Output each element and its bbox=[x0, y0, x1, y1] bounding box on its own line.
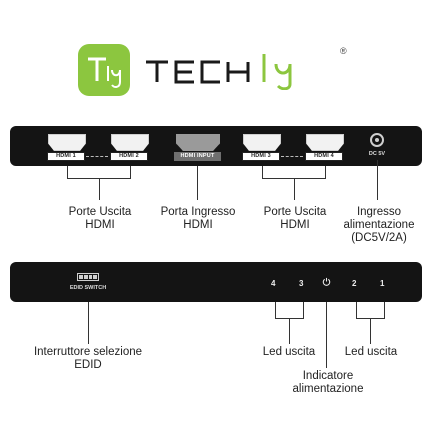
registered-mark: ® bbox=[340, 46, 347, 56]
hdmi-3-label: HDMI 3 bbox=[242, 152, 280, 161]
techly-wordmark bbox=[142, 50, 342, 91]
caption-led-left: Led uscita bbox=[262, 346, 316, 358]
connector-line bbox=[99, 178, 100, 200]
dc-power-jack bbox=[370, 133, 384, 147]
caption-led-right: Led uscita bbox=[344, 346, 398, 358]
hdmi-1-label: HDMI 1 bbox=[47, 152, 85, 161]
dashed-separator bbox=[281, 156, 303, 157]
hdmi-4-label: HDMI 4 bbox=[305, 152, 343, 161]
connector-line bbox=[67, 166, 68, 178]
connector-line bbox=[326, 302, 327, 368]
led-1-label: 1 bbox=[380, 279, 385, 288]
hdmi-3-port bbox=[243, 134, 281, 151]
connector-line bbox=[197, 166, 198, 200]
hdmi-input-port bbox=[176, 134, 220, 151]
techly-logo-badge bbox=[78, 44, 130, 96]
dc-label: DC 5V bbox=[368, 151, 386, 157]
connector-line bbox=[262, 166, 263, 178]
hdmi-1-port bbox=[48, 134, 86, 151]
led-4-label: 4 bbox=[271, 279, 276, 288]
connector-line bbox=[370, 318, 371, 344]
connector-line bbox=[384, 302, 385, 318]
connector-line bbox=[356, 302, 357, 318]
connector-line bbox=[303, 302, 304, 318]
edid-switch-label: EDID SWITCH bbox=[69, 285, 107, 291]
led-3-label: 3 bbox=[299, 279, 304, 288]
connector-line bbox=[377, 160, 378, 200]
power-indicator-icon bbox=[322, 277, 331, 286]
led-2-label: 2 bbox=[352, 279, 357, 288]
logo-glyph-icon bbox=[88, 57, 121, 88]
connector-line bbox=[130, 166, 131, 178]
hdmi-2-port bbox=[111, 134, 149, 151]
dashed-separator bbox=[86, 156, 108, 157]
hdmi-4-port bbox=[306, 134, 344, 151]
edid-dip-switch bbox=[77, 273, 99, 281]
connector-line bbox=[294, 178, 295, 200]
hdmi-2-label: HDMI 2 bbox=[110, 152, 148, 161]
connector-line bbox=[275, 302, 276, 318]
hdmi-input-label: HDMI INPUT bbox=[174, 152, 221, 161]
connector-line bbox=[325, 166, 326, 178]
connector-line bbox=[88, 302, 89, 344]
connector-line bbox=[289, 318, 290, 344]
front-panel bbox=[10, 262, 422, 302]
